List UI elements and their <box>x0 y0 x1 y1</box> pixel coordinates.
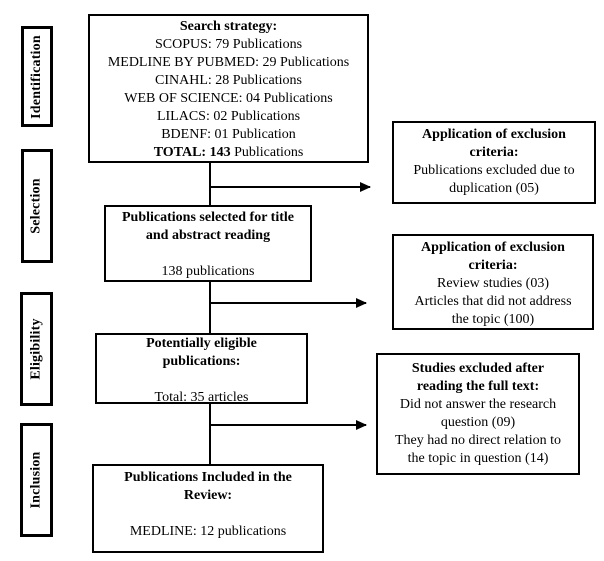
stage-inclusion: Inclusion <box>20 423 53 537</box>
included-publications-title: Publications Included in the <box>124 470 292 485</box>
search-strategy-line: SCOPUS: 79 Publications <box>154 37 303 52</box>
included-publications-count: MEDLINE: 12 publications <box>129 524 287 539</box>
selected-publications-box: Publications selected for title and abst… <box>104 205 312 282</box>
search-strategy-line: CINAHL: 28 Publications <box>155 73 302 88</box>
search-strategy-line: BDENF: 01 Publication <box>161 127 296 142</box>
eligible-publications-title: Potentially eligible <box>146 336 257 351</box>
selected-publications-count: 138 publications <box>161 264 255 279</box>
exclusion-box-duplication-title: Application of exclusion <box>422 127 566 142</box>
exclusion-box-review-studies-line: the topic (100) <box>451 312 535 327</box>
stage-selection: Selection <box>21 149 53 263</box>
exclusion-box-duplication-line: duplication (05) <box>449 181 539 196</box>
exclusion-box-review-studies: Application of exclusion criteria: Revie… <box>392 234 594 330</box>
eligible-publications-box: Potentially eligible publications: Total… <box>95 333 308 405</box>
search-strategy-title: Search strategy: <box>179 19 278 34</box>
search-strategy-line: WEB OF SCIENCE: 04 Publications <box>124 91 333 106</box>
exclusion-box-full-text-line: They had no direct relation to <box>395 433 561 448</box>
stage-identification: Identification <box>21 26 53 127</box>
search-strategy-line: LILACS: 02 Publications <box>156 109 301 124</box>
stage-inclusion-label: Inclusion <box>28 451 44 509</box>
search-strategy-line: MEDLINE BY PUBMED: 29 Publications <box>107 55 350 70</box>
exclusion-box-duplication: Application of exclusion criteria: Publi… <box>392 121 596 204</box>
search-strategy-total: TOTAL: 143 Publications <box>90 144 367 162</box>
included-publications-box: Publications Included in the Review: MED… <box>92 464 324 553</box>
exclusion-box-full-text-line: question (09) <box>440 415 516 430</box>
stage-selection-label: Selection <box>29 178 44 234</box>
exclusion-box-full-text-line: Did not answer the research <box>399 397 557 412</box>
exclusion-box-review-studies-title: criteria: <box>468 258 518 273</box>
exclusion-box-full-text-title: reading the full text: <box>416 379 540 394</box>
stage-eligibility: Eligibility <box>20 292 53 406</box>
exclusion-box-review-studies-title: Application of exclusion <box>421 240 565 255</box>
exclusion-box-review-studies-line: Articles that did not address <box>414 294 572 309</box>
search-strategy-total-unit: Publications <box>230 145 304 160</box>
eligible-publications-count: Total: 35 articles <box>154 390 249 405</box>
exclusion-box-full-text-title: Studies excluded after <box>411 361 545 376</box>
stage-identification-label: Identification <box>29 34 45 119</box>
exclusion-box-review-studies-line: Review studies (03) <box>437 276 549 291</box>
exclusion-box-duplication-line: Publications excluded due to <box>413 163 575 178</box>
selected-publications-title: Publications selected for title <box>122 210 294 225</box>
exclusion-box-full-text: Studies excluded after reading the full … <box>376 353 580 475</box>
eligible-publications-title: publications: <box>162 354 241 369</box>
included-publications-title: Review: <box>183 488 233 503</box>
exclusion-box-duplication-title: criteria: <box>469 145 519 160</box>
search-strategy-total-number: TOTAL: 143 <box>153 145 231 160</box>
stage-eligibility-label: Eligibility <box>28 318 44 380</box>
exclusion-box-full-text-line: the topic in question (14) <box>407 451 549 466</box>
selected-publications-title: and abstract reading <box>145 228 271 243</box>
search-strategy-box: Search strategy: SCOPUS: 79 Publications… <box>88 14 369 163</box>
